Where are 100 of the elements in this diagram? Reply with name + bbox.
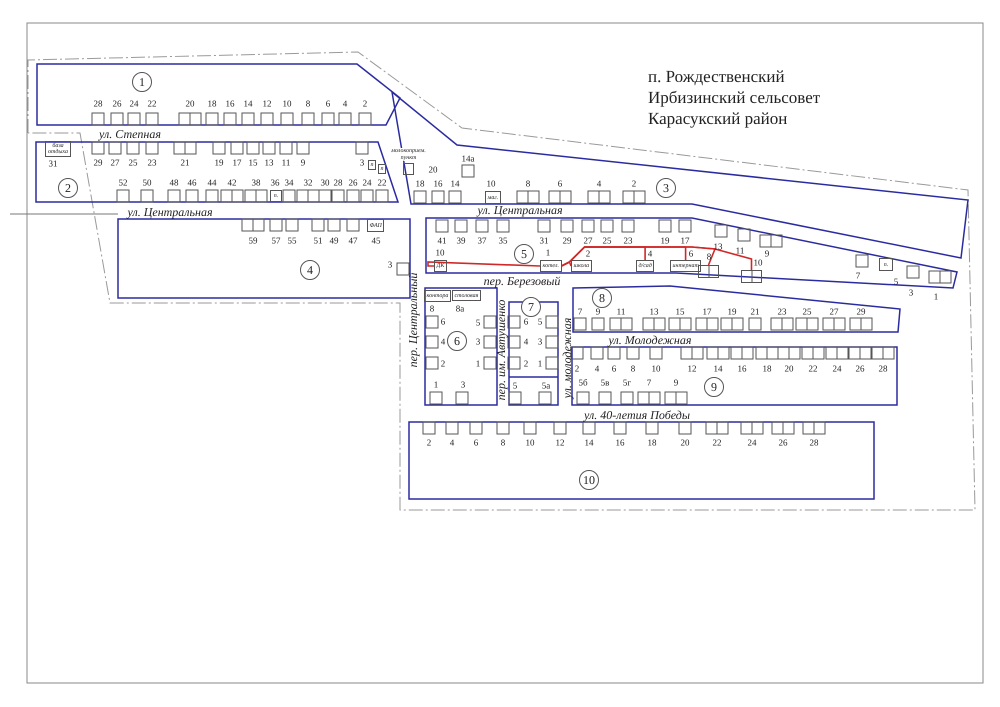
house-number: 6 [524,318,528,326]
house-number: 27 [110,158,120,168]
house-number: 14 [450,180,460,188]
street-name: ул. молодежная [561,318,573,398]
block-number: 8 [592,288,612,308]
house-number: 2 [524,360,528,368]
house-number: 1 [434,380,438,390]
house-number: 27 [584,236,592,246]
house-number: 19 [214,158,224,168]
house-number: 26 [778,438,788,448]
house-number: 49 [330,236,338,246]
house-number: 28 [810,438,818,448]
house-number: 28 [94,100,102,108]
block-number: 9 [704,377,724,397]
house-number: 25 [128,158,138,168]
house-number: 35 [498,236,508,246]
house-number: 26 [348,178,358,188]
house-number: 5 [894,278,898,286]
house-number: 18 [416,180,424,188]
house-number: 17 [232,158,242,168]
house-number: 3 [476,338,480,346]
house-number: 3 [460,380,466,390]
house-number: 29 [562,236,572,246]
house-number: 5а [542,382,550,390]
house-number: 20 [784,364,794,374]
house-number: 51 [314,236,322,246]
house-number: 32 [304,178,312,188]
house-number: 14 [584,438,594,448]
house-number: 38 [252,178,260,188]
house-number: 11 [736,246,744,256]
house-number: 6 [612,364,616,374]
street-name: пер. Центральный [407,272,419,368]
house-number: 2 [426,438,432,448]
house-number: 10 [652,364,660,374]
house-number: 6 [474,438,478,448]
house-number: 47 [348,236,358,246]
house-number: 16 [616,438,624,448]
house-number: 22 [378,178,386,188]
street-name: пер. Березовый [484,275,560,287]
house-number: 37 [478,236,486,246]
house-number: 24 [748,438,756,448]
house-number: 5в [600,378,610,388]
house-number: 2 [574,364,580,374]
house-number: 48 [170,178,178,188]
house-number: 16 [434,180,442,188]
house-number: 9 [764,250,770,258]
house-number: 18 [208,100,216,108]
house-number: 14 [714,364,722,374]
house-number: 8 [306,100,310,108]
house-number: 20 [186,100,194,108]
house-number: 7 [856,272,860,280]
house-number: 4 [648,250,652,258]
house-number: 4 [342,100,348,108]
house-number: 17 [702,308,712,316]
house-number: 19 [660,236,670,246]
house-number: 10 [526,438,534,448]
house-number: 46 [188,178,196,188]
house-number: 8 [706,252,712,262]
house-number: 5г [622,378,632,388]
house-number: 22 [808,364,818,374]
house-number: 23 [148,158,156,168]
house-number: 8а [456,304,464,314]
house-number: 18 [762,364,772,374]
house-number: 6 [688,250,694,258]
house-number: 5 [476,318,480,328]
house-number: 21 [180,158,190,168]
house-number: 24 [130,100,138,108]
house-number: 24 [832,364,842,374]
map-title: п. Рождественский Ирбизинский сельсовет Карасукский район [648,66,822,129]
house-number: 5б [578,378,588,388]
house-number: 30 [320,178,330,188]
house-number: 13 [650,308,658,316]
house-number: 45 [372,236,380,246]
house-number: 9 [596,308,600,316]
house-number: 4 [596,180,602,188]
block-number: 5 [514,244,534,264]
street-name: пер. им. Автушенко [495,300,507,400]
house-number: 1 [476,360,480,368]
house-number: 15 [676,308,684,316]
house-number: 8 [430,304,434,314]
house-number: 23 [778,308,786,316]
block-number: 1 [132,72,152,92]
house-number: 8 [630,364,636,374]
house-number: 26 [856,364,864,374]
house-number: 55 [288,236,296,246]
block-number: 6 [447,331,467,351]
house-number: 16 [738,364,746,374]
house-number: 3 [538,338,542,346]
house-number: 2 [632,180,636,188]
house-number: 3 [908,288,914,298]
house-number: 50 [142,178,152,188]
house-number: 1 [934,292,938,302]
house-number: 9 [674,378,678,388]
house-number: 2 [440,360,446,368]
house-number: 29 [856,308,866,316]
house-number: 4 [524,338,528,346]
house-number: 6 [558,180,562,188]
house-number: 25 [802,308,812,316]
street-name: ул. Молодежная [608,334,692,346]
house-number: 20 [428,166,438,174]
